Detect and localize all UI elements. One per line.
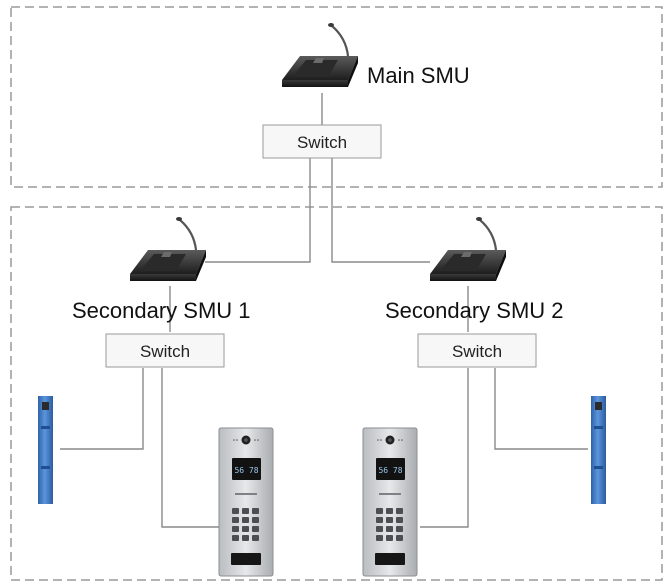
left-gate-post-icon (38, 396, 53, 504)
main-smu-console-icon (280, 21, 360, 89)
secondary-switch-1-label: Switch (140, 342, 190, 361)
secondary-smu-1-label: Secondary SMU 1 (72, 298, 251, 323)
main-smu-label: Main SMU (367, 63, 470, 88)
secondary-smu-2-console-icon (428, 215, 508, 283)
panel-2-display: 56 78 (378, 466, 402, 475)
secondary-switch-2-label: Switch (452, 342, 502, 361)
main-switch: Switch (262, 124, 382, 159)
secondary-switch-2: Switch (417, 333, 537, 368)
door-panel-1-icon: 56 78 (218, 427, 274, 577)
secondary-zone-border (10, 206, 663, 581)
door-panel-2-icon: 56 78 (362, 427, 418, 577)
main-zone-border (10, 6, 663, 188)
panel-1-display: 56 78 (234, 466, 258, 475)
secondary-switch-1: Switch (105, 333, 225, 368)
right-gate-post-icon (591, 396, 606, 504)
secondary-smu-2-label: Secondary SMU 2 (385, 298, 564, 323)
wiring (60, 93, 588, 528)
main-switch-label: Switch (297, 133, 347, 152)
secondary-smu-1-console-icon (128, 215, 208, 283)
